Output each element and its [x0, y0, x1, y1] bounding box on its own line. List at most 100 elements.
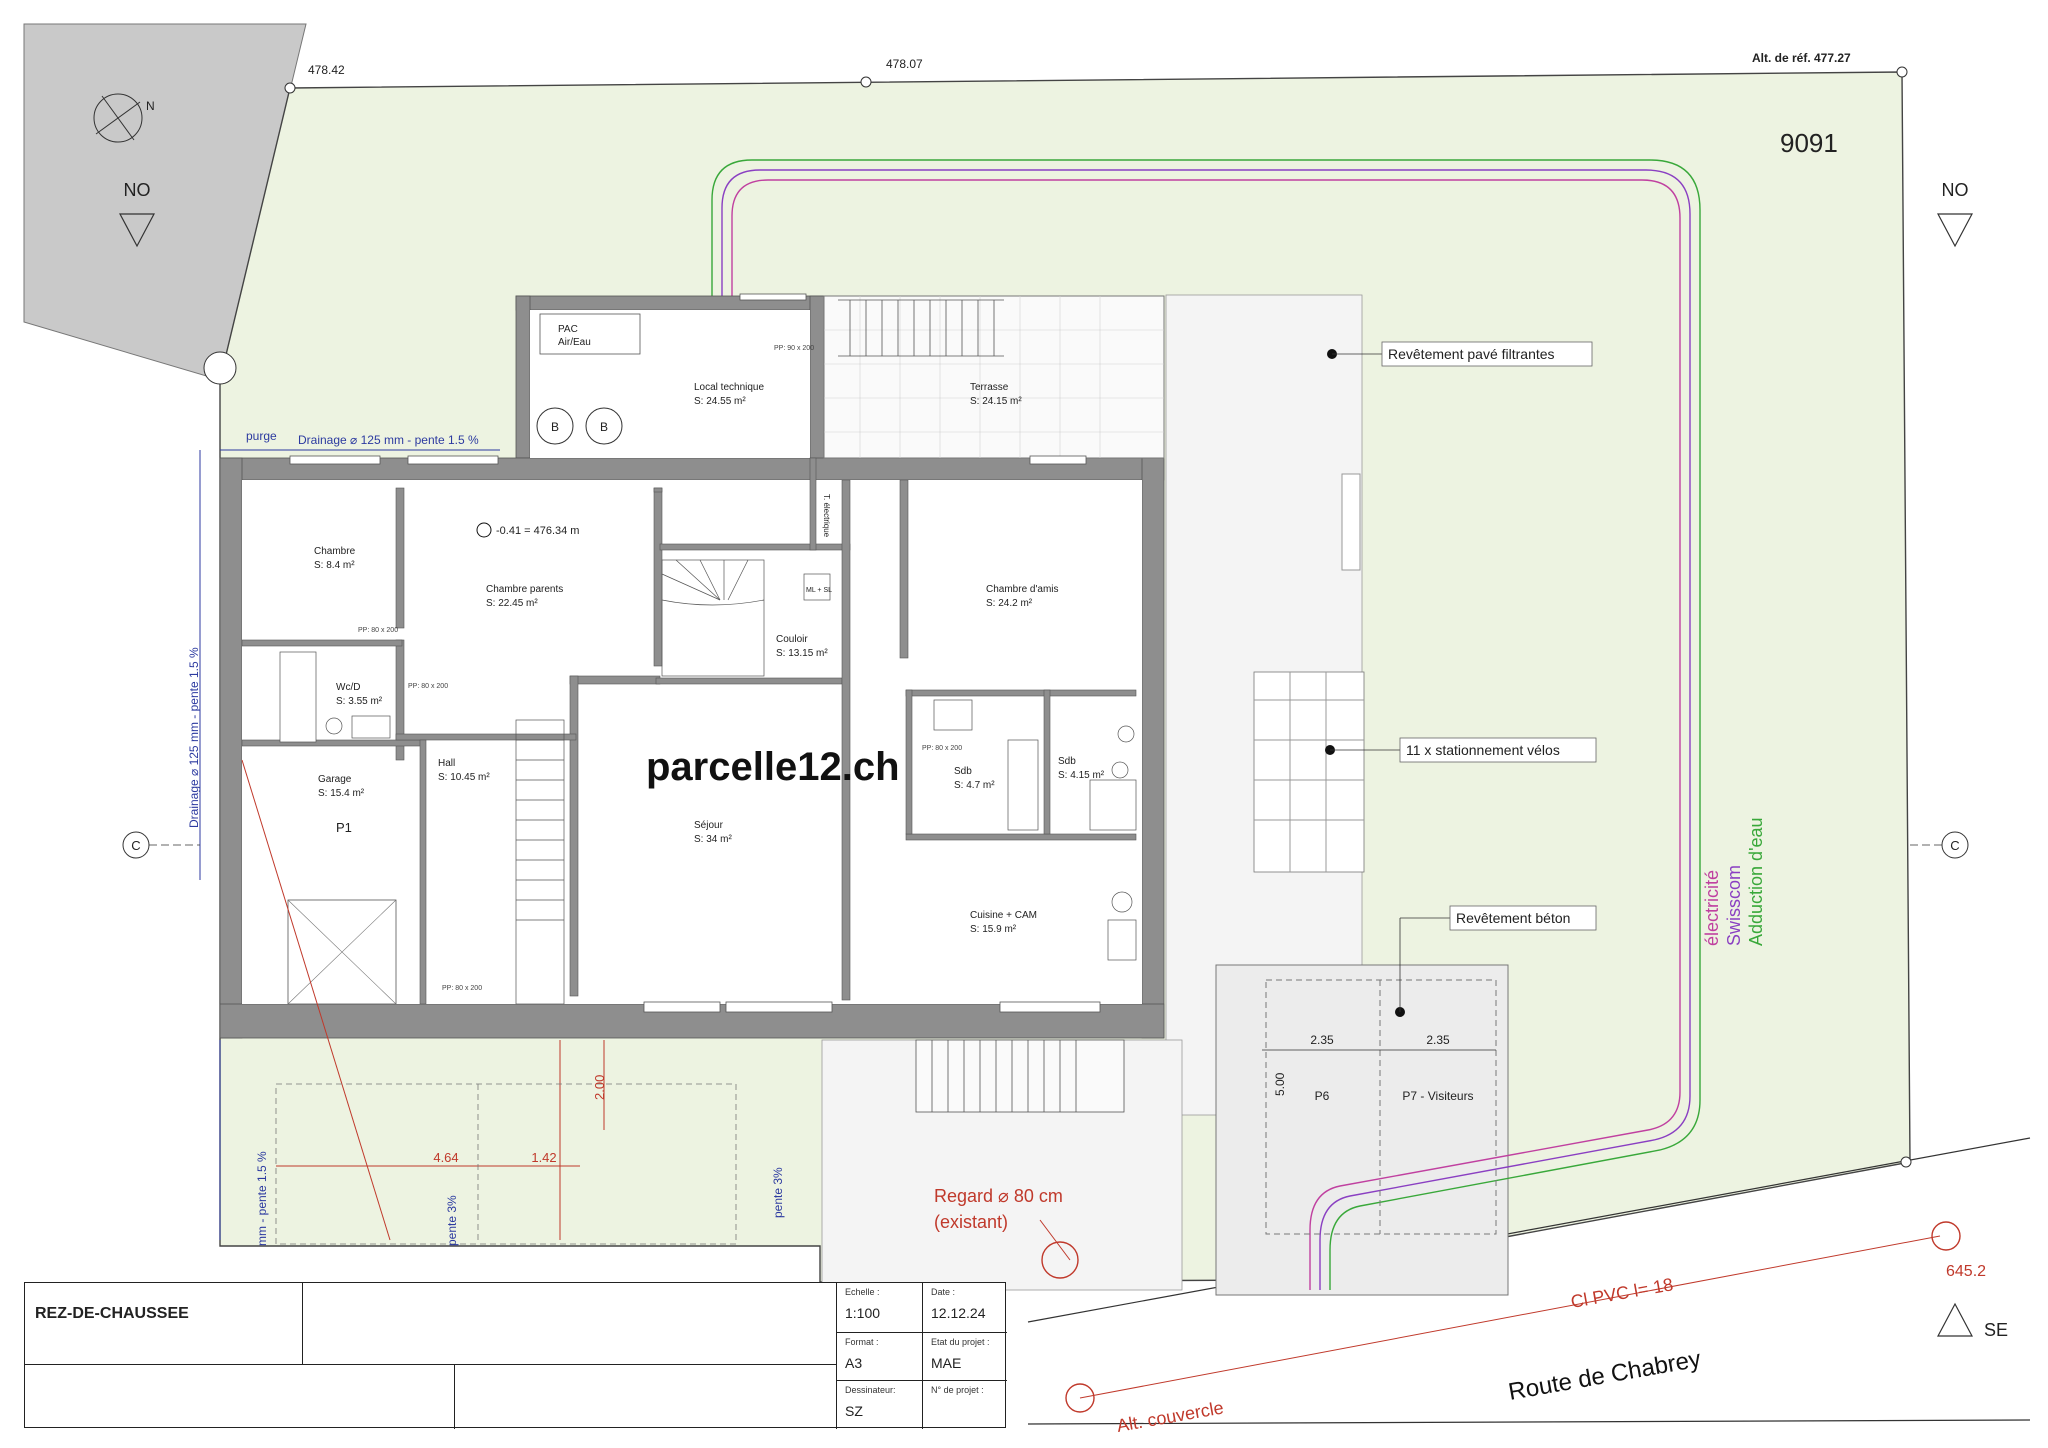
room-couloir: Couloir — [776, 634, 808, 645]
drainage-top: Drainage ⌀ 125 mm - pente 1.5 % — [298, 433, 479, 447]
room-sdb-1-area: S: 4.7 m² — [954, 780, 995, 791]
drainage-pente: pente 3% — [445, 1195, 459, 1246]
reference-altitude: Alt. de réf. 477.27 — [1752, 51, 1851, 65]
room-garage: Garage — [318, 774, 352, 785]
callout-beton-box — [1449, 905, 1597, 931]
triangle-se — [1937, 1302, 1973, 1337]
parking-width-2: 2.35 — [1426, 1033, 1450, 1047]
regard-manhole — [1041, 1241, 1079, 1279]
door-label-1: PP: 90 x 200 — [774, 345, 814, 352]
parking-width-1: 2.35 — [1310, 1033, 1334, 1047]
room-cuisine: Cuisine + CAM — [970, 910, 1037, 921]
stair-flight — [515, 719, 565, 1005]
network-electricite: électricité — [1702, 870, 1722, 946]
triangle-no-left — [119, 213, 155, 248]
drawing-title: REZ-DE-CHAUSSEE — [35, 1305, 189, 1322]
orientation-no-left: NO — [124, 180, 151, 200]
scale-label: Echelle : — [845, 1287, 880, 1297]
drainage-pente-2: pente 3% — [771, 1167, 785, 1218]
section-c-left-label: C — [131, 838, 140, 853]
orientation-se: SE — [1984, 1320, 2008, 1340]
parking-p7: P7 - Visiteurs — [1402, 1089, 1473, 1103]
north-compass — [93, 93, 143, 143]
sewer-altitude: 645.2 — [1946, 1263, 1986, 1280]
fixtures — [279, 573, 1137, 961]
boiler-1 — [536, 407, 574, 445]
sewer-dim-2: 1.42 — [531, 1150, 556, 1165]
manhole-2 — [1065, 1383, 1095, 1413]
room-sdb-1: Sdb — [954, 766, 972, 777]
road-name: Route de Chabrey — [1506, 1345, 1703, 1405]
road-edge-top — [1027, 1137, 2031, 1323]
drafter-value: SZ — [845, 1403, 863, 1419]
tableau-label: T. électrique — [822, 494, 831, 538]
sewer-dim-1: 4.64 — [433, 1150, 458, 1165]
room-chambre-parents-area: S: 22.45 m² — [486, 598, 538, 609]
room-wcd-area: S: 3.55 m² — [336, 696, 383, 707]
boiler-label-1: B — [551, 420, 559, 434]
pac-label-1: PAC — [558, 324, 578, 335]
concrete-area — [1215, 964, 1509, 1296]
room-local-technique-area: S: 24.55 m² — [694, 396, 746, 407]
garage-car — [287, 899, 397, 1005]
drainage-bottom-left: mm - pente 1.5 % — [255, 1151, 269, 1246]
sewer-couvercle: Alt. couvercle — [1115, 1397, 1225, 1435]
callout-velos: 11 x stationnement vélos — [1406, 742, 1560, 758]
interior-walls — [241, 457, 1137, 1005]
callout-pave: Revêtement pavé filtrantes — [1388, 346, 1555, 362]
callout-beton: Revêtement béton — [1456, 910, 1570, 926]
orientation-no-right: NO — [1942, 180, 1969, 200]
door-label-5: PP: 80 x 200 — [922, 745, 962, 752]
room-hall: Hall — [438, 758, 455, 769]
room-chambre-parents: Chambre parents — [486, 584, 563, 595]
room-sdb-2: Sdb — [1058, 756, 1076, 767]
drainage-left: Drainage ⌀ 125 mm - pente 1.5 % — [187, 647, 201, 828]
watermark: parcelle12.ch — [646, 745, 900, 789]
room-cuisine-area: S: 15.9 m² — [970, 924, 1017, 935]
manhole-3 — [1931, 1221, 1961, 1251]
sewer-lines — [241, 759, 1941, 1399]
parking-p1: P1 — [336, 820, 352, 835]
door-label-2: PP: 80 x 200 — [358, 627, 398, 634]
room-chambre-amis: Chambre d'amis — [986, 584, 1059, 595]
network-eau: Adduction d'eau — [1746, 817, 1766, 946]
room-chambre-area: S: 8.4 m² — [314, 560, 355, 571]
door-label-4: PP: 80 x 200 — [442, 985, 482, 992]
room-garage-area: S: 15.4 m² — [318, 788, 365, 799]
door-label-3: PP: 80 x 200 — [408, 683, 448, 690]
network-electricity-line — [731, 179, 1681, 1290]
sewer-dim-3: 2.00 — [592, 1075, 607, 1100]
parcel-number: 9091 — [1780, 128, 1838, 158]
ml-sl-label: ML + SL — [806, 587, 832, 594]
road-edge-bottom — [1027, 1419, 2031, 1425]
room-terrasse: Terrasse — [970, 382, 1009, 393]
project-state-value: MAE — [931, 1355, 962, 1371]
date-label: Date : — [931, 1287, 956, 1297]
room-local-technique: Local technique — [694, 382, 764, 393]
room-hall-area: S: 10.45 m² — [438, 772, 490, 783]
sewer-regard-1: Regard ⌀ 80 cm — [934, 1186, 1063, 1206]
format-label: Format : — [845, 1337, 879, 1347]
callout-pave-box — [1381, 341, 1593, 367]
parking-spots — [1265, 979, 1497, 1235]
network-water-line — [711, 159, 1701, 1290]
room-sejour: Séjour — [694, 820, 724, 831]
boiler-2 — [585, 407, 623, 445]
project-number-label: N° de projet : — [931, 1385, 984, 1395]
drainage-purge: purge — [246, 429, 277, 443]
spot-height-2: 478.07 — [886, 57, 923, 71]
room-sejour-area: S: 34 m² — [694, 834, 732, 845]
staircase — [661, 559, 765, 677]
entry-stair — [915, 1039, 1125, 1113]
triangle-no-right — [1937, 213, 1973, 248]
spot-height-1: 478.42 — [308, 63, 345, 77]
room-couloir-area: S: 13.15 m² — [776, 648, 828, 659]
project-state-label: Etat du projet : — [931, 1337, 990, 1347]
sewer-regard-2: (existant) — [934, 1212, 1008, 1232]
date-value: 12.12.24 — [931, 1305, 986, 1321]
network-swisscom: Swisscom — [1724, 865, 1744, 946]
sewer-pipe: Cl PVC l= 18 — [1569, 1274, 1674, 1312]
format-value: A3 — [845, 1355, 863, 1371]
drafter-label: Dessinateur: — [845, 1385, 896, 1395]
north-mark: N — [146, 99, 155, 113]
